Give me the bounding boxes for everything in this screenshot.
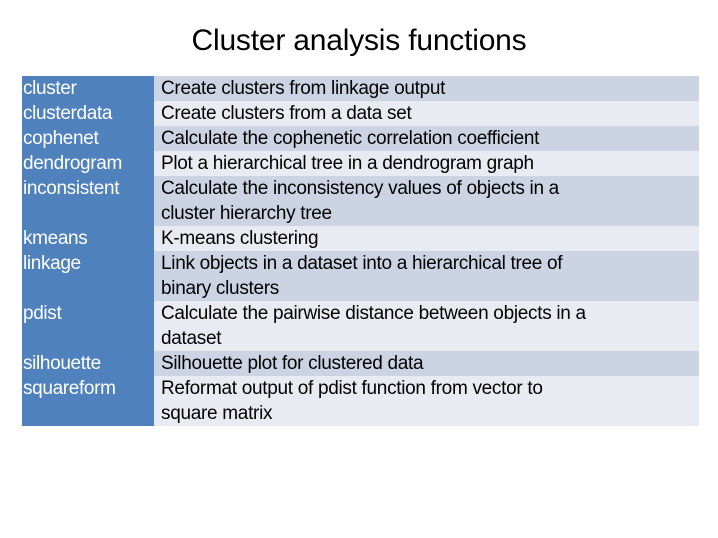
table-row: kmeans K-means clustering [22, 226, 699, 251]
function-name-cell: pdist [22, 301, 154, 351]
table-row: clusterdata Create clusters from a data s… [22, 101, 699, 126]
table-row: inconsistent Calculate the inconsistency … [22, 176, 699, 226]
description-line: Silhouette plot for clustered data [161, 353, 424, 374]
table-row: silhouette Silhouette plot for clustered … [22, 351, 699, 376]
function-name-cell: inconsistent [22, 176, 154, 226]
function-description-cell: Calculate the pairwise distance between … [154, 301, 699, 351]
function-description-cell: Calculate the cophenetic correlation coe… [154, 126, 699, 151]
description-line: square matrix [161, 403, 273, 424]
description-line: Calculate the inconsistency values of ob… [161, 178, 559, 199]
description-line: K-means clustering [161, 228, 319, 249]
description-line: binary clusters [161, 278, 279, 299]
description-line: Plot a hierarchical tree in a dendrogram… [161, 153, 534, 174]
function-description-cell: Link objects in a dataset into a hierarc… [154, 251, 699, 301]
description-line: dataset [161, 328, 222, 349]
table-row: linkage Link objects in a dataset into a … [22, 251, 699, 301]
function-description-cell: Calculate the inconsistency values of ob… [154, 176, 699, 226]
description-line: Create clusters from a data set [161, 103, 412, 124]
function-name-cell: squareform [22, 376, 154, 426]
page-title: Cluster analysis functions [191, 24, 527, 57]
description-line: Calculate the pairwise distance between … [161, 303, 586, 324]
table-row: cluster Create clusters from linkage outp… [22, 76, 699, 101]
description-line: Calculate the cophenetic correlation coe… [161, 128, 540, 149]
function-description-cell: Create clusters from a data set [154, 101, 699, 126]
description-line: cluster hierarchy tree [161, 203, 332, 224]
table-row: squareform Reformat output of pdist funct… [22, 376, 699, 426]
function-name-cell: linkage [22, 251, 154, 301]
table-body: cluster Create clusters from linkage outp… [22, 76, 699, 426]
table-row: cophenet Calculate the cophenetic correla… [22, 126, 699, 151]
function-name-cell: kmeans [22, 226, 154, 251]
function-name-cell: cophenet [22, 126, 154, 151]
description-line: Create clusters from linkage output [161, 78, 446, 99]
description-line: Reformat output of pdist function from v… [161, 378, 543, 399]
function-name-cell: silhouette [22, 351, 154, 376]
function-reference-table: cluster Create clusters from linkage outp… [22, 76, 699, 426]
function-description-cell: Reformat output of pdist function from v… [154, 376, 699, 426]
function-name-cell: cluster [22, 76, 154, 101]
function-name-cell: dendrogram [22, 151, 154, 176]
function-name-cell: clusterdata [22, 101, 154, 126]
function-description-cell: Silhouette plot for clustered data [154, 351, 699, 376]
description-line: Link objects in a dataset into a hierarc… [161, 253, 563, 274]
table-row: dendrogram Plot a hierarchical tree in a … [22, 151, 699, 176]
table-row: pdist Calculate the pairwise distance bet… [22, 301, 699, 351]
function-description-cell: Create clusters from linkage output [154, 76, 699, 101]
function-description-cell: Plot a hierarchical tree in a dendrogram… [154, 151, 699, 176]
function-description-cell: K-means clustering [154, 226, 699, 251]
